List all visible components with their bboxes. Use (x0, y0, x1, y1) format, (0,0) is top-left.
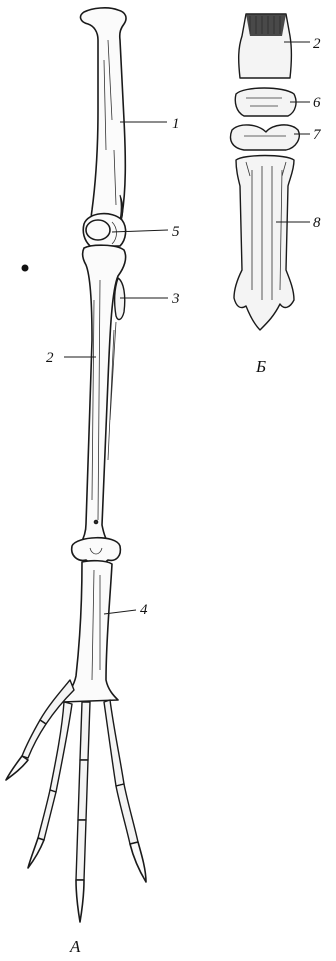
patella (83, 214, 125, 246)
callout-7: 7 (313, 127, 322, 143)
detail-tarsal-bone-7 (231, 125, 300, 150)
callout-6: 6 (313, 95, 321, 111)
panel-label-a: А (69, 937, 81, 956)
callout-1: 1 (172, 116, 180, 132)
callout-5: 5 (172, 224, 180, 240)
callout-4: 4 (140, 602, 148, 618)
toe-inner (28, 702, 72, 868)
detail-tarsometatarsus (234, 156, 294, 331)
panel-label-b: Б (255, 357, 266, 376)
detail-tibia-end (239, 14, 292, 78)
femur (81, 8, 126, 230)
callout-8: 8 (313, 215, 321, 231)
callout-2-limb: 2 (46, 350, 54, 366)
panel-b-detail (231, 14, 300, 330)
callout-2-detail: 2 (313, 36, 321, 52)
panel-a-limb (6, 8, 146, 922)
detail-tarsal-bone-6 (235, 88, 296, 116)
toe-middle (76, 702, 90, 922)
callout-3: 3 (171, 291, 180, 307)
ink-dot (22, 265, 29, 272)
toe-outer (104, 700, 146, 882)
